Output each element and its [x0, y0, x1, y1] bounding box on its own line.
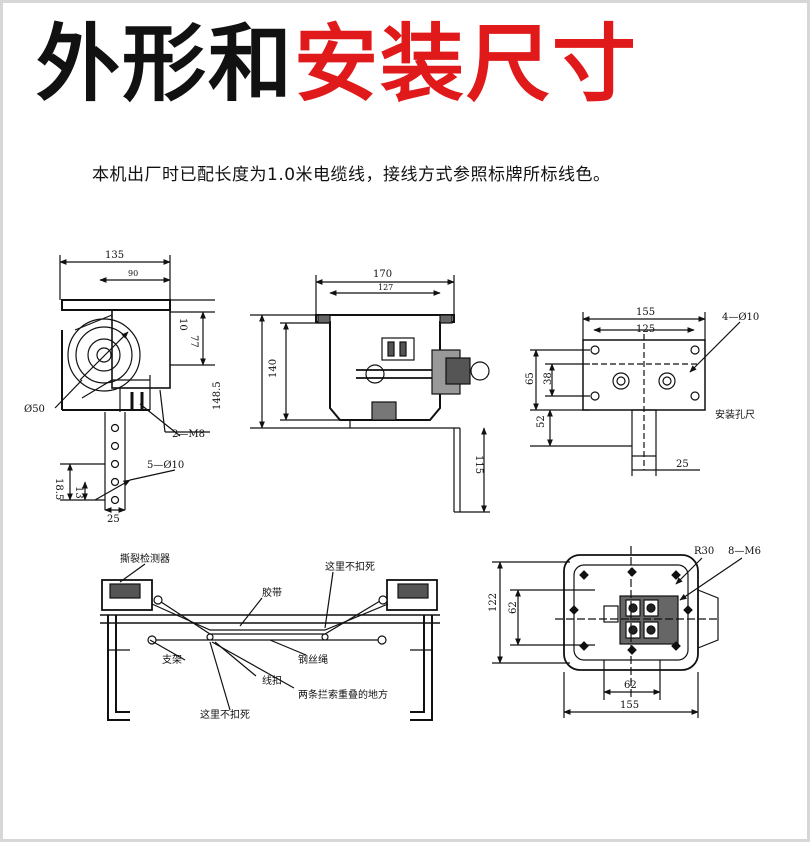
subtitle-note: 本机出厂时已配长度为1.0米电缆线，接线方式参照标牌所标线色。: [92, 165, 611, 185]
fig4-bracket: 支架: [162, 654, 182, 666]
title-red-part: 安装尺寸: [294, 15, 639, 113]
fig5-dim-62-v: 62: [508, 601, 519, 614]
fig1-dim-18-5: 18.5: [53, 478, 64, 500]
fig5-dim-155: 155: [620, 700, 639, 711]
fig1-dim-10: 10: [177, 318, 188, 331]
title-black-part: 外形和: [36, 15, 295, 113]
fig4-install-layout: [100, 563, 440, 721]
fig3-dim-125: 125: [636, 324, 655, 335]
fig5-dim-62-h: 62: [624, 680, 637, 691]
fig4-not-tied-top: 这里不扣死: [325, 560, 375, 573]
fig4-wire-rope: 钢丝绳: [298, 653, 328, 666]
fig3-dim-38: 38: [543, 372, 554, 385]
fig2-dim-148-5: 148.5: [212, 381, 223, 410]
fig3-dim-155: 155: [636, 307, 655, 318]
fig3-dim-52: 52: [536, 415, 547, 428]
fig4-not-tied-bottom: 这里不扣死: [200, 708, 250, 721]
fig5-m6: 8—M6: [728, 546, 761, 557]
fig3-dim-25: 25: [676, 459, 689, 470]
fig4-belt: 胶带: [262, 586, 282, 599]
fig3-label: 安装孔尺: [715, 408, 755, 421]
fig1-dim-135: 135: [105, 250, 124, 261]
fig2-dim-170: 170: [373, 269, 392, 280]
fig4-detector: 撕裂检测器: [120, 552, 170, 565]
fig4-overlap: 两条拦索重叠的地方: [298, 688, 388, 701]
fig1-m8: 2—M8: [172, 429, 205, 440]
fig1-holes: 5—Ø10: [147, 460, 184, 471]
fig2-front-section: [250, 275, 490, 513]
fig3-mount-holes: [530, 312, 741, 476]
fig1-dim-13: 13: [73, 486, 84, 499]
fig5-r30: R30: [694, 546, 714, 557]
fig1-side-view: [54, 255, 215, 513]
fig3-holes: 4—Ø10: [722, 312, 759, 323]
fig5-top-plan: [492, 546, 743, 718]
fig1-dim-90: 90: [128, 269, 138, 278]
fig1-phi50: Ø50: [24, 404, 45, 415]
fig1-dim-25: 25: [107, 514, 120, 525]
fig4-clip: 线扣: [262, 674, 282, 687]
fig3-dim-65: 65: [525, 372, 536, 385]
fig1-dim-77: 77: [188, 335, 199, 348]
fig5-dim-122: 122: [488, 593, 499, 612]
page-title: 外形和安装尺寸: [36, 14, 638, 114]
fig2-dim-115: 115: [473, 455, 484, 474]
fig2-dim-140: 140: [268, 359, 279, 378]
fig2-dim-127: 127: [378, 283, 393, 292]
